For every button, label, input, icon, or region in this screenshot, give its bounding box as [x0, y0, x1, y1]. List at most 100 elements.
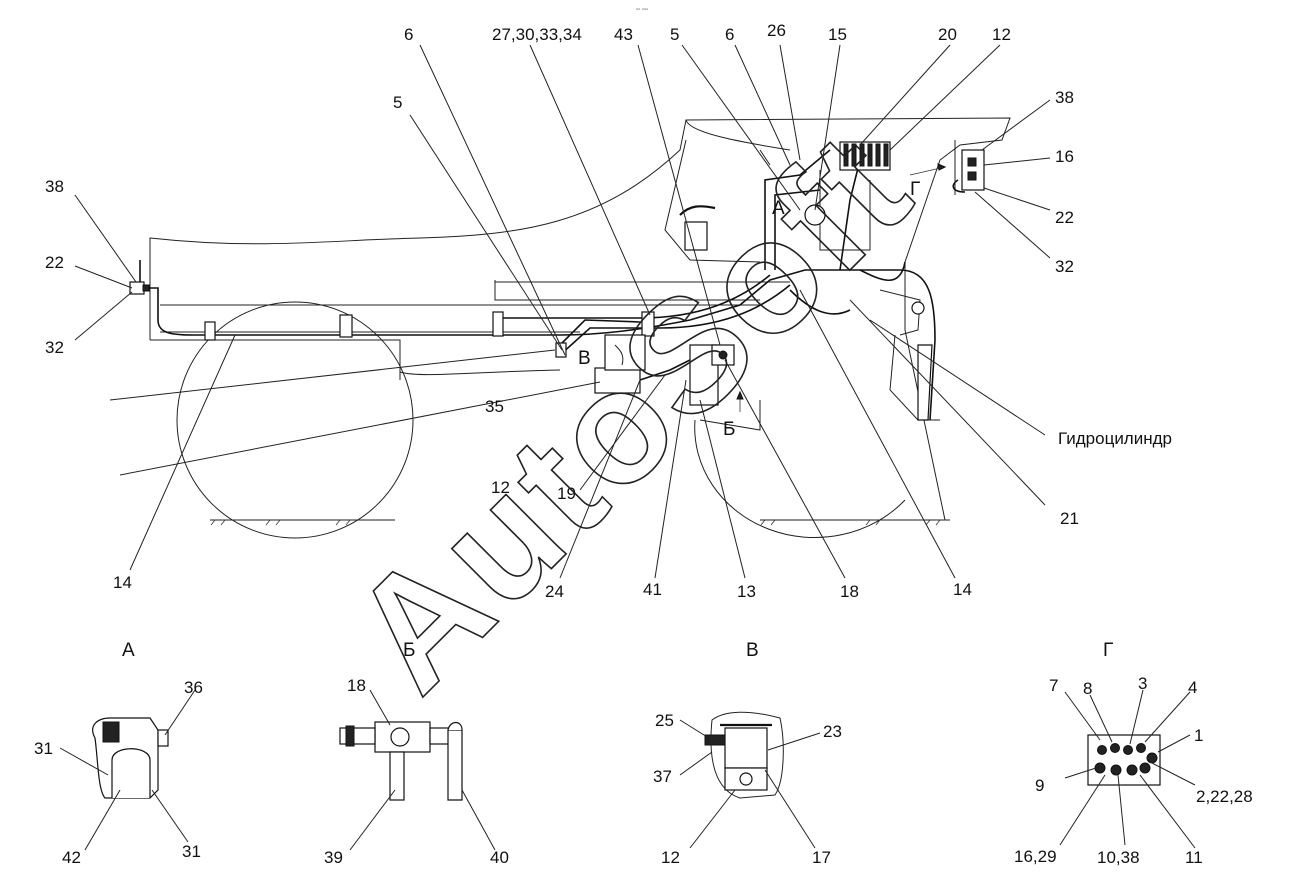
- view-b: Б 18 39 40: [324, 640, 509, 867]
- view-a-title: А: [122, 640, 135, 661]
- view-v-unit: [724, 727, 768, 769]
- callout-13: 13: [737, 582, 756, 601]
- main-labels: 6 27,30,33,34 43 5 6 26 15 20 12 5 38 16…: [45, 21, 1172, 601]
- view-g-title: Г: [1103, 640, 1113, 661]
- callout-12-lower: 12: [491, 478, 510, 497]
- marker-v: В: [578, 348, 591, 369]
- clamp-4: [641, 311, 655, 337]
- callout-18: 18: [840, 582, 859, 601]
- callout-15: 15: [828, 25, 847, 44]
- callout-21: 21: [1060, 509, 1079, 528]
- view-b-label-18: 18: [347, 676, 366, 695]
- view-v-label-25: 25: [655, 711, 674, 730]
- view-g-label-9: 9: [1035, 776, 1044, 795]
- view-v-label-17: 17: [812, 848, 831, 867]
- view-v-title: В: [746, 640, 759, 661]
- view-g-label-4: 4: [1188, 678, 1197, 697]
- front-wheel: [176, 301, 414, 539]
- callout-27-30-33-34: 27,30,33,34: [492, 25, 582, 44]
- callout-16-right: 16: [1055, 147, 1074, 166]
- cab-lever: [679, 205, 716, 216]
- hose-19: [639, 359, 691, 381]
- callout-5-left: 5: [393, 93, 402, 112]
- top-mark: ▫▫ ▫▫▫: [636, 7, 648, 13]
- view-v-label-37: 37: [653, 767, 672, 786]
- callout-12-top: 12: [992, 25, 1011, 44]
- hydraulic-cylinder: [917, 344, 933, 421]
- callout-20: 20: [938, 25, 957, 44]
- cylinder-mount: [889, 334, 940, 421]
- view-a-label-42: 42: [62, 848, 81, 867]
- marker-g: Г: [910, 179, 920, 200]
- callout-38-right: 38: [1055, 88, 1074, 107]
- view-g-label-16-29: 16,29: [1014, 847, 1057, 866]
- callout-32-left: 32: [45, 338, 64, 357]
- view-a-label-36: 36: [184, 678, 203, 697]
- view-b-label-39: 39: [324, 848, 343, 867]
- view-a-label-31-left: 31: [34, 739, 53, 758]
- tank-19: [604, 334, 646, 371]
- callout-6-top: 6: [725, 25, 734, 44]
- callout-38-left: 38: [45, 177, 64, 196]
- clamp-1: [204, 321, 216, 341]
- view-v: В 25 23 37 12 17: [653, 640, 842, 867]
- callout-5-top: 5: [670, 25, 679, 44]
- side-connector: [961, 149, 985, 191]
- connector-35: [555, 342, 567, 358]
- watermark: AutoSoft: [317, 97, 944, 724]
- pipeline-up: [764, 149, 831, 270]
- pipeline-3: [559, 319, 641, 346]
- view-v-housing: [710, 711, 784, 799]
- fitting-a: [804, 204, 826, 226]
- cab-outline: [664, 139, 761, 263]
- frame-lower-front: [150, 339, 401, 380]
- view-a-label-31-right: 31: [182, 842, 201, 861]
- view-v-label-12: 12: [661, 848, 680, 867]
- callout-6-left: 6: [404, 25, 413, 44]
- view-b-label-40: 40: [490, 848, 509, 867]
- callout-22-right: 22: [1055, 208, 1074, 227]
- frame-arch: [399, 369, 561, 376]
- callout-26: 26: [767, 21, 786, 40]
- callout-43: 43: [614, 25, 633, 44]
- distributor-fittings: [843, 143, 889, 167]
- view-b-inlet: [339, 727, 376, 745]
- view-a-nut: [157, 729, 169, 747]
- marker-a: А: [772, 198, 785, 219]
- pipeline-up-3: [839, 159, 861, 271]
- hub-detail: [699, 400, 761, 431]
- rear-wheel: [694, 419, 906, 539]
- view-g-label-2-22-28: 2,22,28: [1196, 787, 1253, 806]
- marker-b: Б: [723, 419, 735, 440]
- view-g-label-8: 8: [1083, 679, 1092, 698]
- pipeline-loop: [859, 261, 906, 281]
- view-g-label-3: 3: [1138, 674, 1147, 693]
- callout-14-left: 14: [113, 573, 132, 592]
- callout-19: 19: [557, 484, 576, 503]
- body-outline: [149, 117, 1011, 521]
- view-g-label-7: 7: [1049, 676, 1058, 695]
- view-v-label-23: 23: [823, 722, 842, 741]
- rear-bracket: [879, 289, 921, 336]
- view-b-hose-39: [389, 751, 405, 801]
- view-a: А 36 31 42 31: [34, 640, 203, 867]
- callout-35: 35: [485, 397, 504, 416]
- view-a-saddle: [111, 748, 151, 798]
- cab-top: [685, 119, 791, 151]
- callout-32-right: 32: [1055, 257, 1074, 276]
- pipeline-up-2: [774, 189, 821, 270]
- view-g-ports: [1094, 743, 1158, 776]
- pipeline-4: [559, 284, 791, 356]
- main-assembly: [129, 117, 1011, 539]
- callout-22-left: 22: [45, 253, 64, 272]
- callout-41: 41: [643, 580, 662, 599]
- pipeline-down: [789, 289, 851, 315]
- clamp-2: [339, 314, 353, 338]
- callout-24: 24: [545, 582, 564, 601]
- callout-14-right: 14: [953, 580, 972, 599]
- view-g-label-1: 1: [1194, 726, 1203, 745]
- view-b-hose-40: [447, 729, 463, 801]
- clamp-3: [492, 311, 504, 337]
- view-g-label-11: 11: [1185, 848, 1203, 867]
